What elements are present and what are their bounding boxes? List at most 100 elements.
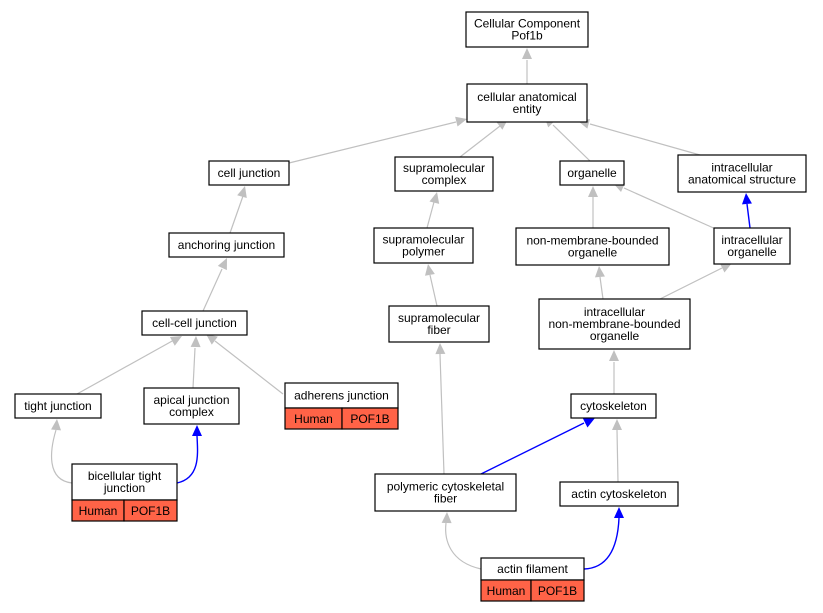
node-intracellular-non-membrane-bounded-organelle[interactable]: intracellularnon-membrane-boundedorganel… [538, 298, 691, 350]
edge-line [623, 187, 719, 231]
node-box [677, 154, 807, 193]
node-box [559, 481, 679, 507]
edge-line [746, 203, 751, 229]
annotation-row: Human POF1B [480, 579, 585, 602]
node-box [208, 160, 290, 186]
edge-layer [51, 48, 752, 570]
node-cell-cell-junction[interactable]: cell-cell junction [141, 310, 248, 336]
edge-part-of [741, 193, 752, 229]
node-box [388, 305, 490, 343]
edge-is-a [578, 119, 701, 156]
node-label-line: complex [169, 405, 214, 419]
node-tight-junction[interactable]: tight junction [14, 393, 102, 419]
node-label-line: apical junction [153, 393, 229, 407]
node-actin-cytoskeleton[interactable]: actin cytoskeleton [559, 481, 679, 507]
node-label-line: entity [513, 102, 542, 116]
node-box [374, 473, 517, 512]
node-label-line: adherens junction [294, 389, 389, 403]
node-label-line: polymeric cytoskeletal [387, 480, 504, 494]
edge-arrowhead [522, 48, 532, 59]
edge-arrowhead [455, 116, 467, 127]
node-box [71, 463, 178, 501]
edge-line [480, 422, 585, 475]
edge-arrowhead [582, 418, 595, 428]
edge-line [426, 201, 435, 229]
node-box [538, 298, 691, 350]
node-label-line: actin filament [497, 562, 568, 576]
edge-is-a [76, 336, 182, 395]
edge-arrowhead [51, 419, 62, 431]
edge-arrowhead [192, 425, 202, 436]
edge-is-a [51, 419, 73, 484]
edge-arrowhead [237, 186, 247, 198]
node-label-line: non-membrane-bounded [548, 317, 680, 331]
edge-is-a [594, 266, 605, 300]
node-label-line: fiber [434, 492, 457, 506]
node-anchoring-junction[interactable]: anchoring junction [168, 232, 285, 258]
edge-is-a [441, 512, 482, 570]
edge-arrowhead [719, 263, 732, 273]
node-label-line: fiber [427, 323, 450, 337]
edge-arrowhead [594, 266, 605, 278]
node-label-line: non-membrane-bounded [526, 234, 658, 248]
edge-is-a [435, 343, 446, 475]
node-label-line: junction [103, 481, 145, 495]
node-label-line: intracellular [584, 305, 645, 319]
edge-line [552, 124, 591, 162]
edge-line [76, 339, 175, 395]
edge-line [51, 429, 73, 484]
edge-is-a [612, 419, 622, 483]
node-label-line: organelle [567, 166, 617, 180]
node-cytoskeleton[interactable]: cytoskeleton [570, 393, 657, 419]
node-organelle[interactable]: organelle [559, 160, 625, 186]
edge-is-a [588, 186, 598, 228]
node-box [284, 382, 399, 409]
node-cell-junction[interactable]: cell junction [208, 160, 290, 186]
edge-line [659, 267, 723, 300]
edge-is-a [288, 116, 467, 164]
edge-line [202, 268, 223, 312]
edge-line [589, 123, 701, 156]
edge-is-a [426, 192, 440, 229]
node-label-line: cytoskeleton [580, 399, 647, 413]
node-box [570, 393, 657, 419]
gene-cell [341, 407, 399, 430]
edge-arrowhead [435, 343, 446, 355]
species-label: Human [487, 584, 526, 598]
node-label-line: actin cytoskeleton [571, 487, 666, 501]
node-label-line: organelle [590, 329, 640, 343]
edge-line [176, 435, 199, 484]
edge-is-a [229, 186, 247, 234]
gene-label: POF1B [538, 584, 577, 598]
edge-arrowhead [429, 192, 440, 204]
node-label-line: anchoring junction [178, 238, 275, 252]
edge-arrowhead [588, 186, 598, 197]
node-label-line: complex [422, 173, 467, 187]
edge-line [599, 276, 604, 300]
edge-line [288, 121, 457, 164]
gene-cell [123, 499, 178, 522]
edge-line [445, 522, 482, 570]
species-label: Human [79, 504, 118, 518]
edge-is-a [190, 336, 201, 389]
node-box [373, 227, 474, 264]
node-label-line: intracellular [721, 233, 782, 247]
node-box [559, 160, 625, 186]
species-label: Human [294, 412, 333, 426]
edge-is-a [202, 258, 227, 312]
